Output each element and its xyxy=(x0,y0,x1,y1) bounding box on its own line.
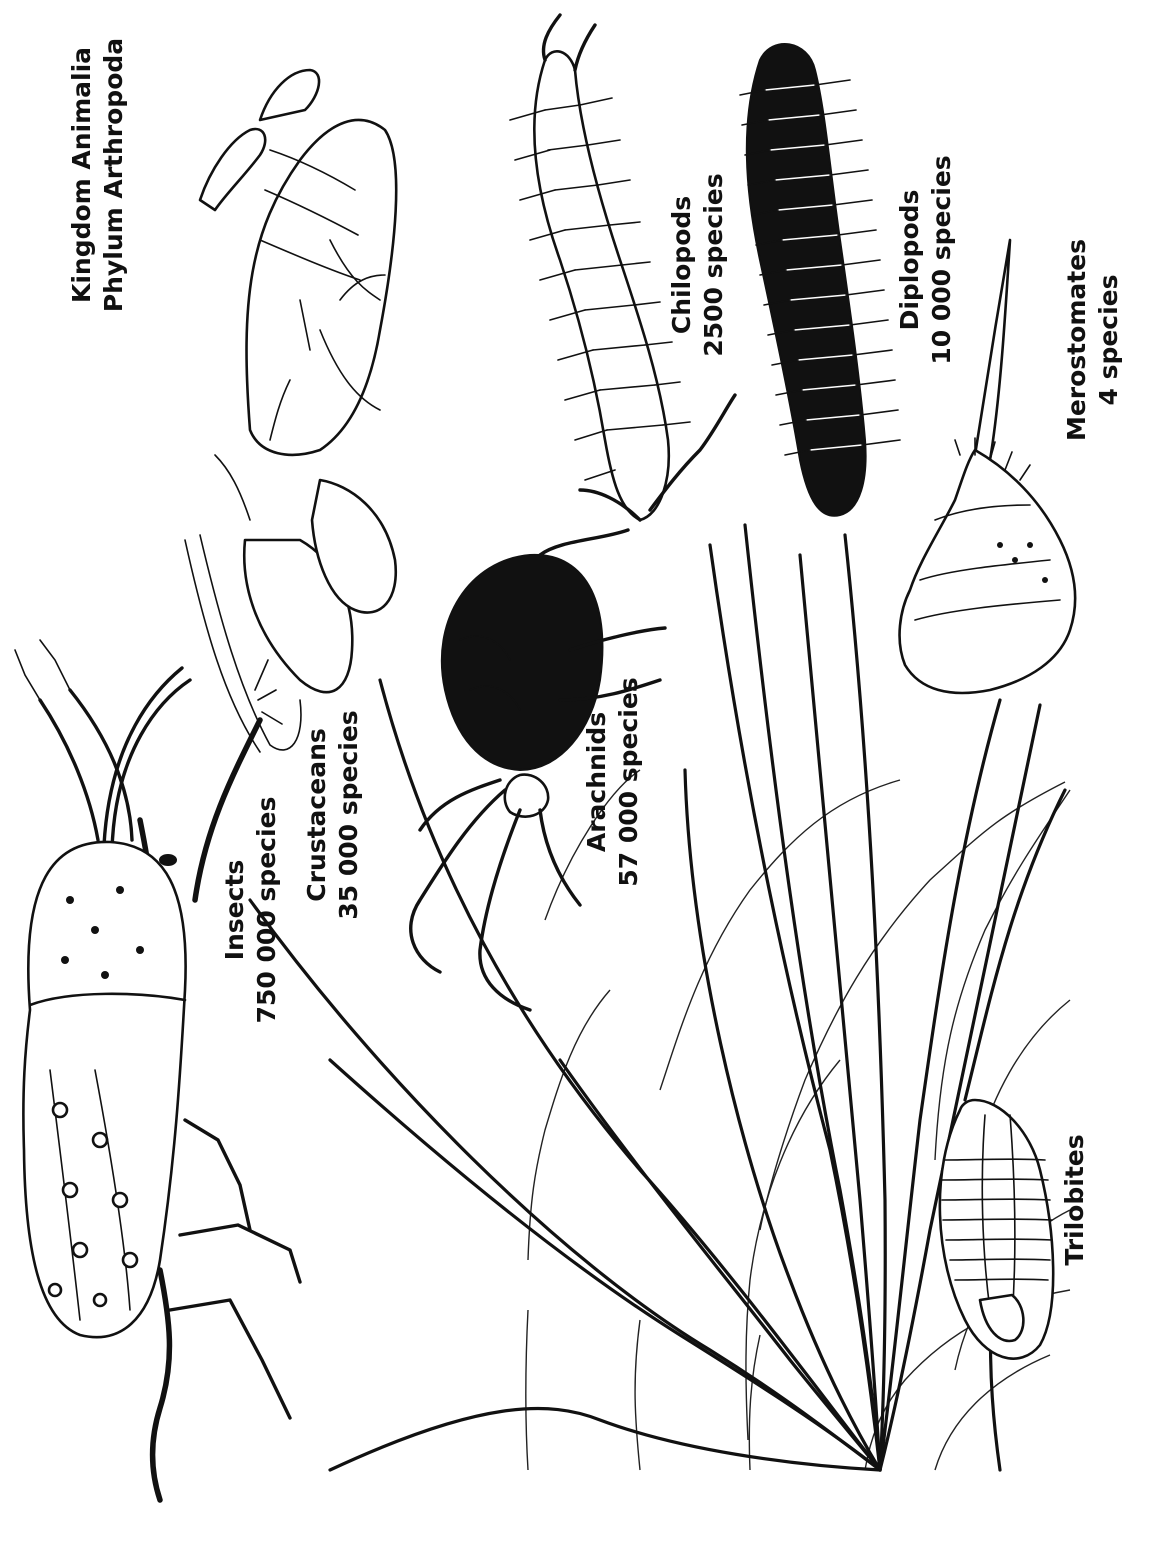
grid-arc xyxy=(528,990,610,1260)
grid-arc xyxy=(526,1310,528,1470)
label-crustaceans: Crustaceans 35 000 species xyxy=(302,710,363,919)
label-merostomates: Merostomates 4 species xyxy=(1062,239,1123,441)
label-chilopods: Chilopods 2500 species xyxy=(667,173,728,356)
label-trilobites: Trilobites xyxy=(1060,1134,1089,1265)
chilopods-species: 2500 species xyxy=(699,173,728,356)
header-line-1: Kingdom Animalia xyxy=(67,47,96,303)
arachnids-name: Arachnids xyxy=(582,712,611,852)
trilobite-icon xyxy=(940,1100,1053,1359)
trilobites-name: Trilobites xyxy=(1060,1134,1089,1265)
branch-chilopods-a xyxy=(710,545,880,1470)
branch-trunk xyxy=(330,1408,880,1470)
chilopods-name: Chilopods xyxy=(667,196,696,334)
merostomates-species: 4 species xyxy=(1094,274,1123,405)
branch-diplopods-b xyxy=(845,535,885,1470)
diplopods-name: Diplopods xyxy=(895,190,924,331)
insects-species: 750 000 species xyxy=(252,797,281,1024)
header-line-2: Phylum Arthropoda xyxy=(99,38,128,312)
millipede-icon xyxy=(740,44,900,516)
merostomates-name: Merostomates xyxy=(1062,239,1091,441)
header-label: Kingdom Animalia Phylum Arthropoda xyxy=(67,38,128,312)
grid-arc xyxy=(635,1320,640,1470)
lobster-icon xyxy=(185,70,396,752)
crustaceans-name: Crustaceans xyxy=(302,728,331,902)
branch-arachnids-c xyxy=(685,770,880,1470)
label-diplopods: Diplopods 10 000 species xyxy=(895,155,956,364)
diplopods-species: 10 000 species xyxy=(927,155,956,364)
horseshoe-crab-icon xyxy=(900,240,1076,693)
grid-arc xyxy=(749,1335,760,1470)
beetle-icon xyxy=(15,640,300,1500)
crustaceans-species: 35 000 species xyxy=(334,710,363,919)
branch-crustaceans xyxy=(250,900,880,1470)
arachnids-species: 57 000 species xyxy=(614,677,643,886)
label-insects: Insects 750 000 species xyxy=(220,797,281,1024)
branch-merostomates-a xyxy=(880,700,1000,1470)
insects-name: Insects xyxy=(220,860,249,961)
